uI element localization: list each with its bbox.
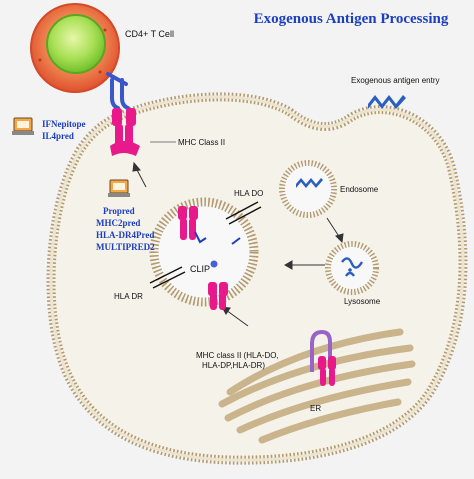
mhc-in-er [310, 329, 336, 386]
cd4-t-cell-label: CD4+ T Cell [125, 29, 174, 39]
t-cell-receptor [106, 72, 130, 110]
mhc-er-label-line2: HLA-DP,HLA-DR) [202, 361, 265, 370]
endosome-label: Endosome [340, 185, 379, 194]
tool-hla-dr4pred: HLA-DR4Pred [96, 230, 154, 240]
computer-icon-top [12, 117, 34, 135]
endosome [279, 160, 337, 218]
hla-dr-label: HLA DR [114, 292, 143, 301]
lysosome [325, 241, 379, 295]
mhc-loading-vesicle [149, 197, 262, 310]
tool-propred: Propred [103, 206, 135, 216]
diagram-title: Exogenous Antigen Processing [254, 11, 449, 27]
hla-do-label: HLA DO [234, 189, 263, 198]
exogenous-antigen [368, 95, 406, 109]
tool-ifnepitope: IFNepitope [42, 119, 86, 129]
lysosome-label: Lysosome [344, 297, 381, 306]
tool-multipred2: MULTIPRED2 [96, 242, 155, 252]
mhc-class-ii-label: MHC Class II [178, 138, 225, 147]
process-arrows [132, 161, 344, 327]
cell-membrane [46, 92, 468, 465]
exogenous-entry-label: Exogenous antigen entry [351, 76, 440, 85]
clip-label: CLIP [190, 264, 210, 274]
mhc-class-ii-surface [110, 108, 140, 156]
tool-il4pred: IL4pred [42, 131, 74, 141]
tool-mhc2pred: MHC2pred [96, 218, 140, 228]
cd4-t-cell [30, 3, 120, 93]
computer-icon-mid [108, 179, 130, 197]
mhc-er-label-line1: MHC class II (HLA-DO, [196, 351, 279, 360]
endoplasmic-reticulum [218, 328, 416, 444]
er-label: ER [310, 404, 321, 413]
